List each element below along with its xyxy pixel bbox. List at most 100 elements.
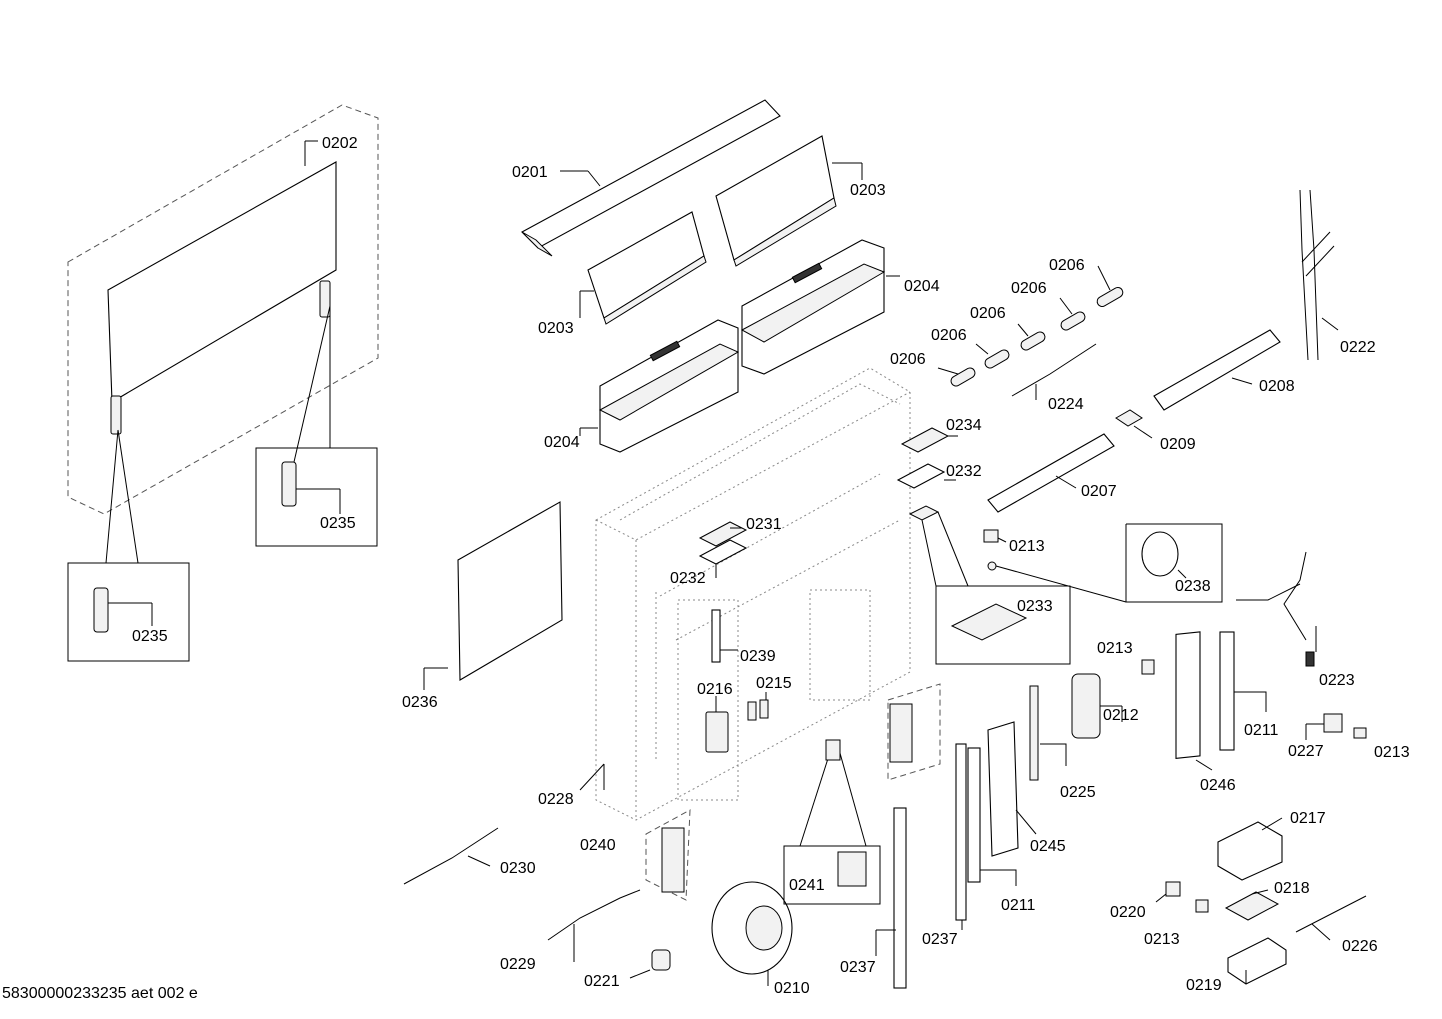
label-0210: 0210 — [774, 980, 810, 997]
label-0201: 0201 — [512, 164, 548, 181]
label-0237-right: 0237 — [922, 931, 958, 948]
label-0238: 0238 — [1175, 578, 1211, 595]
part-0209 — [1115, 409, 1153, 439]
label-0208: 0208 — [1259, 378, 1295, 395]
label-0212: 0212 — [1103, 707, 1139, 724]
rod-0226 — [1295, 895, 1367, 941]
label-0204-right: 0204 — [904, 278, 940, 295]
board-0233-box — [908, 505, 1071, 665]
board-0234 — [900, 427, 958, 453]
label-0206-4: 0206 — [931, 327, 967, 344]
rail-0237-right — [955, 743, 967, 930]
label-0241: 0241 — [789, 877, 825, 894]
cable-0224 — [1011, 343, 1097, 400]
label-0236: 0236 — [402, 694, 438, 711]
cover-0219 — [1227, 937, 1287, 985]
box-0241 — [783, 739, 881, 905]
label-0239: 0239 — [740, 648, 776, 665]
label-0231: 0231 — [746, 516, 782, 533]
label-0211-mid: 0211 — [1001, 897, 1036, 914]
bracket-0246-box — [887, 683, 941, 781]
rail-0237-left — [875, 807, 907, 989]
strip-0208 — [1153, 329, 1281, 411]
harness-0222 — [1299, 189, 1339, 361]
label-0216: 0216 — [697, 681, 733, 698]
bracket-0240-box — [645, 809, 691, 901]
rail-0211-mid — [967, 747, 1017, 886]
label-0206-3: 0206 — [970, 305, 1006, 322]
label-0204-left: 0204 — [544, 434, 580, 451]
label-0234: 0234 — [946, 417, 982, 434]
part-0220 — [1155, 881, 1181, 903]
label-0224: 0224 — [1048, 396, 1084, 413]
harness-0223 — [1236, 551, 1317, 667]
label-0220: 0220 — [1110, 904, 1146, 921]
part-0227 — [1305, 713, 1343, 740]
label-0202: 0202 — [322, 135, 358, 152]
fan-0238-box — [987, 523, 1223, 603]
rods-0206 — [937, 265, 1124, 387]
label-0215: 0215 — [756, 675, 792, 692]
label-0206-5: 0206 — [890, 351, 926, 368]
board-0231 — [698, 521, 748, 547]
cable-0225 — [1029, 685, 1067, 781]
label-0213-a: 0213 — [1009, 538, 1045, 555]
clip-box-0235-left — [67, 429, 190, 662]
board-0218 — [1224, 889, 1280, 921]
label-0245: 0245 — [1030, 838, 1066, 855]
panel-group-0202 — [67, 104, 379, 515]
label-0217: 0217 — [1290, 810, 1326, 827]
label-0209: 0209 — [1160, 436, 1196, 453]
label-0240: 0240 — [580, 837, 616, 854]
label-0207: 0207 — [1081, 483, 1117, 500]
label-0213-b: 0213 — [1097, 640, 1133, 657]
capacitor-0221 — [629, 949, 671, 979]
part-0213-c — [1353, 727, 1367, 739]
label-0235-left: 0235 — [132, 628, 168, 645]
rail-0245 — [987, 721, 1037, 857]
label-0223: 0223 — [1319, 672, 1355, 689]
document-id: 58300000233235 aet 002 e — [2, 985, 198, 1002]
motor-0212 — [1071, 673, 1123, 739]
clips-0215 — [747, 692, 769, 721]
label-0246: 0246 — [1200, 777, 1236, 794]
cable-0230 — [403, 827, 499, 885]
label-0237-left: 0237 — [840, 959, 876, 976]
box-0217 — [1217, 817, 1283, 881]
flap-0203-right — [715, 135, 863, 267]
filter-box-0204-left — [579, 319, 740, 453]
board-0232-a — [698, 539, 748, 578]
flap-0203-left — [579, 211, 707, 325]
label-0226: 0226 — [1342, 938, 1378, 955]
label-0232-right: 0232 — [946, 463, 982, 480]
label-0230: 0230 — [500, 860, 536, 877]
rail-0211-right — [1219, 631, 1267, 751]
cable-0229 — [547, 889, 641, 962]
label-0213-d: 0213 — [1144, 931, 1180, 948]
label-0211-right: 0211 — [1244, 722, 1279, 739]
label-0218: 0218 — [1274, 880, 1310, 897]
strip-0239 — [711, 609, 738, 663]
part-labels: 0202 0201 0203 0204 0203 0204 0206 0206 … — [2, 135, 1410, 1002]
top-cover-0201 — [521, 99, 781, 257]
label-0232-left: 0232 — [670, 570, 706, 587]
label-0213-c: 0213 — [1374, 744, 1410, 761]
part-0213-d — [1195, 899, 1209, 913]
label-0229: 0229 — [500, 956, 536, 973]
label-0203-right: 0203 — [850, 182, 886, 199]
label-0233: 0233 — [1017, 598, 1053, 615]
back-panel-0236 — [423, 501, 563, 690]
module-0216 — [705, 696, 729, 753]
part-0213-a — [983, 529, 1007, 543]
label-0222: 0222 — [1340, 339, 1376, 356]
label-0206-top: 0206 — [1049, 257, 1085, 274]
label-0228: 0228 — [538, 791, 574, 808]
strip-0207 — [987, 433, 1115, 513]
label-0206-2: 0206 — [1011, 280, 1047, 297]
label-0203-left: 0203 — [538, 320, 574, 337]
rail-0246 — [1175, 631, 1213, 771]
label-0235-right: 0235 — [320, 515, 356, 532]
label-0227: 0227 — [1288, 743, 1324, 760]
label-0219: 0219 — [1186, 977, 1222, 994]
